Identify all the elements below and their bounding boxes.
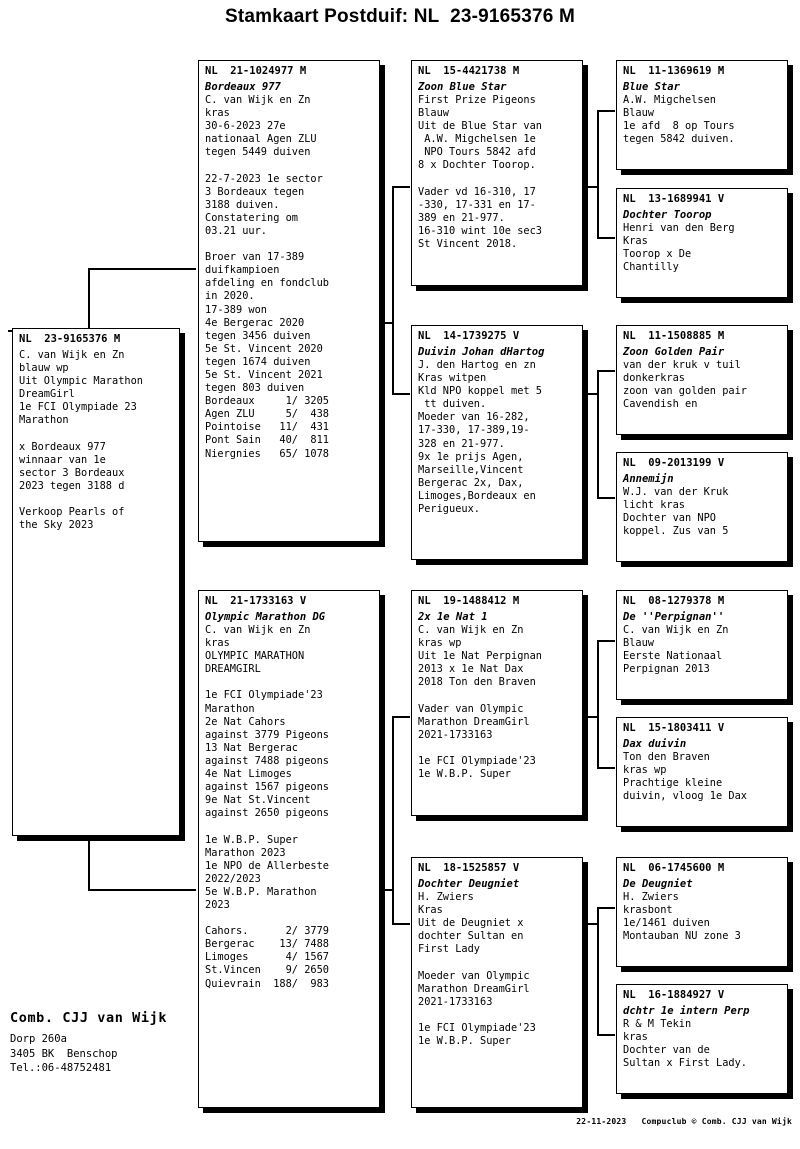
greatgrandparent-1-details: A.W. Migchelsen Blauw 1e afd 8 op Tours …: [623, 94, 735, 146]
greatgrandparent-4-registration: NL 09-2013199 V: [623, 457, 725, 469]
connector-gp4-to-ggp8: [597, 1034, 615, 1036]
grandparent-1-registration: NL 15-4421738 M: [418, 65, 520, 77]
pedigree-box-mother[interactable]: NL 21-1733163 V Olympic Marathon DG C. v…: [198, 590, 380, 1108]
greatgrandparent-1-registration: NL 11-1369619 M: [623, 65, 725, 77]
pedigree-box-greatgrandparent-1[interactable]: NL 11-1369619 M Blue Star A.W. Migchelse…: [616, 60, 788, 170]
connector-gp3-to-ggp6: [597, 767, 615, 769]
connector-gp2-to-ggp4: [597, 497, 615, 499]
greatgrandparent-2-nickname: Dochter Toorop: [623, 209, 712, 221]
greatgrandparent-6-registration: NL 15-1803411 V: [623, 722, 725, 734]
greatgrandparent-5-registration: NL 08-1279378 M: [623, 595, 725, 607]
footer-credit: 22-11-2023 Compuclub © Comb. CJJ van Wij…: [576, 1117, 792, 1126]
connector-gp3-to-ggp5: [597, 640, 615, 642]
greatgrandparent-7-details: H. Zwiers krasbont 1e/1461 duiven Montau…: [623, 891, 741, 943]
greatgrandparent-4-details: W.J. van der Kruk licht kras Dochter van…: [623, 486, 729, 538]
connector-subject-to-mother: [88, 889, 196, 891]
connector-gp1-stub: [583, 186, 597, 188]
connector-subject-to-father: [88, 268, 196, 270]
greatgrandparent-4-nickname: Annemijn: [623, 473, 674, 485]
greatgrandparent-7-registration: NL 06-1745600 M: [623, 862, 725, 874]
greatgrandparent-8-registration: NL 16-1884927 V: [623, 989, 725, 1001]
pedigree-box-greatgrandparent-5[interactable]: NL 08-1279378 M De ''Perpignan'' C. van …: [616, 590, 788, 700]
grandparent-4-details: H. Zwiers Kras Uit de Deugniet x dochter…: [418, 891, 536, 1048]
greatgrandparent-8-nickname: dchtr 1e intern Perp: [623, 1005, 750, 1017]
connector-gp2-to-ggp3: [597, 370, 615, 372]
grandparent-2-registration: NL 14-1739275 V: [418, 330, 520, 342]
subject-details: C. van Wijk en Zn blauw wp Uit Olympic M…: [19, 349, 143, 532]
page-title: Stamkaart Postduif: NL 23-9165376 M: [224, 6, 576, 27]
connector-mother-stub: [378, 889, 392, 891]
greatgrandparent-6-nickname: Dax duivin: [623, 738, 687, 750]
grandparent-3-registration: NL 19-1488412 M: [418, 595, 520, 607]
connector-gp4-stub: [583, 923, 597, 925]
mother-registration: NL 21-1733163 V: [205, 595, 307, 607]
father-registration: NL 21-1024977 M: [205, 65, 307, 77]
pedigree-box-grandparent-2[interactable]: NL 14-1739275 V Duivin Johan dHartog J. …: [411, 325, 583, 560]
connector-gp1-vertical: [597, 110, 599, 238]
greatgrandparent-3-registration: NL 11-1508885 M: [623, 330, 725, 342]
connector-mother-to-gp3: [392, 716, 410, 718]
pedigree-box-grandparent-3[interactable]: NL 19-1488412 M 2x 1e Nat 1 C. van Wijk …: [411, 590, 583, 816]
pedigree-box-greatgrandparent-2[interactable]: NL 13-1689941 V Dochter Toorop Henri van…: [616, 188, 788, 298]
owner-address: Dorp 260a: [10, 1033, 67, 1045]
connector-gp1-to-ggp1: [597, 110, 615, 112]
grandparent-4-nickname: Dochter Deugniet: [418, 878, 520, 890]
greatgrandparent-8-details: R & M Tekin kras Dochter van de Sultan x…: [623, 1018, 747, 1070]
grandparent-4-registration: NL 18-1525857 V: [418, 862, 520, 874]
greatgrandparent-2-details: Henri van den Berg Kras Toorop x De Chan…: [623, 222, 735, 274]
father-details: C. van Wijk en Zn kras 30-6-2023 27e nat…: [205, 94, 329, 460]
connector-gp1-to-ggp2: [597, 237, 615, 239]
owner-phone: Tel.:06-48752481: [10, 1062, 112, 1074]
owner-name: Comb. CJJ van Wijk: [10, 1010, 168, 1026]
mother-details: C. van Wijk en Zn kras OLYMPIC MARATHON …: [205, 624, 329, 990]
connector-father-vertical: [392, 186, 394, 394]
greatgrandparent-5-nickname: De ''Perpignan'': [623, 611, 725, 623]
connector-gp4-vertical: [597, 907, 599, 1035]
father-nickname: Bordeaux 977: [205, 81, 281, 93]
connector-gp3-stub: [583, 716, 597, 718]
grandparent-3-details: C. van Wijk en Zn kras wp Uit 1e Nat Per…: [418, 624, 542, 781]
grandparent-2-details: J. den Hartog en zn Kras witpen Kld NPO …: [418, 359, 542, 516]
pedigree-box-greatgrandparent-7[interactable]: NL 06-1745600 M De Deugniet H. Zwiers kr…: [616, 857, 788, 967]
connector-mother-vertical: [392, 716, 394, 923]
pedigree-box-grandparent-4[interactable]: NL 18-1525857 V Dochter Deugniet H. Zwie…: [411, 857, 583, 1108]
pedigree-box-greatgrandparent-4[interactable]: NL 09-2013199 V Annemijn W.J. van der Kr…: [616, 452, 788, 562]
greatgrandparent-3-nickname: Zoon Golden Pair: [623, 346, 725, 358]
grandparent-3-nickname: 2x 1e Nat 1: [418, 611, 488, 623]
owner-block: Comb. CJJ van Wijk Dorp 260a 3405 BK Ben…: [10, 1010, 210, 1076]
connector-gp2-vertical: [597, 370, 599, 498]
greatgrandparent-6-details: Ton den Braven kras wp Prachtige kleine …: [623, 751, 747, 803]
pedigree-box-greatgrandparent-8[interactable]: NL 16-1884927 V dchtr 1e intern Perp R &…: [616, 984, 788, 1094]
connector-father-stub: [378, 322, 392, 324]
connector-mother-to-gp4: [392, 923, 410, 925]
connector-father-to-gp2: [392, 393, 410, 395]
pedigree-box-father[interactable]: NL 21-1024977 M Bordeaux 977 C. van Wijk…: [198, 60, 380, 542]
connector-gp2-stub: [583, 393, 597, 395]
mother-nickname: Olympic Marathon DG: [205, 611, 326, 623]
subject-registration: NL 23-9165376 M: [19, 333, 121, 345]
pedigree-box-subject[interactable]: NL 23-9165376 M C. van Wijk en Zn blauw …: [12, 328, 180, 836]
pedigree-box-greatgrandparent-3[interactable]: NL 11-1508885 M Zoon Golden Pair van der…: [616, 325, 788, 435]
owner-city: 3405 BK Benschop: [10, 1047, 118, 1060]
greatgrandparent-5-details: C. van Wijk en Zn Blauw Eerste Nationaal…: [623, 624, 729, 676]
pedigree-box-grandparent-1[interactable]: NL 15-4421738 M Zoon Blue Star First Pri…: [411, 60, 583, 286]
grandparent-1-details: First Prize Pigeons Blauw Uit de Blue St…: [418, 94, 542, 251]
connector-gp3-vertical: [597, 640, 599, 768]
grandparent-1-nickname: Zoon Blue Star: [418, 81, 507, 93]
grandparent-2-nickname: Duivin Johan dHartog: [418, 346, 545, 358]
greatgrandparent-2-registration: NL 13-1689941 V: [623, 193, 725, 205]
connector-gp4-to-ggp7: [597, 907, 615, 909]
connector-father-to-gp1: [392, 186, 410, 188]
greatgrandparent-3-details: van der kruk v tuil donkerkras zoon van …: [623, 359, 747, 411]
greatgrandparent-1-nickname: Blue Star: [623, 81, 680, 93]
greatgrandparent-7-nickname: De Deugniet: [623, 878, 693, 890]
pedigree-box-greatgrandparent-6[interactable]: NL 15-1803411 V Dax duivin Ton den Brave…: [616, 717, 788, 827]
